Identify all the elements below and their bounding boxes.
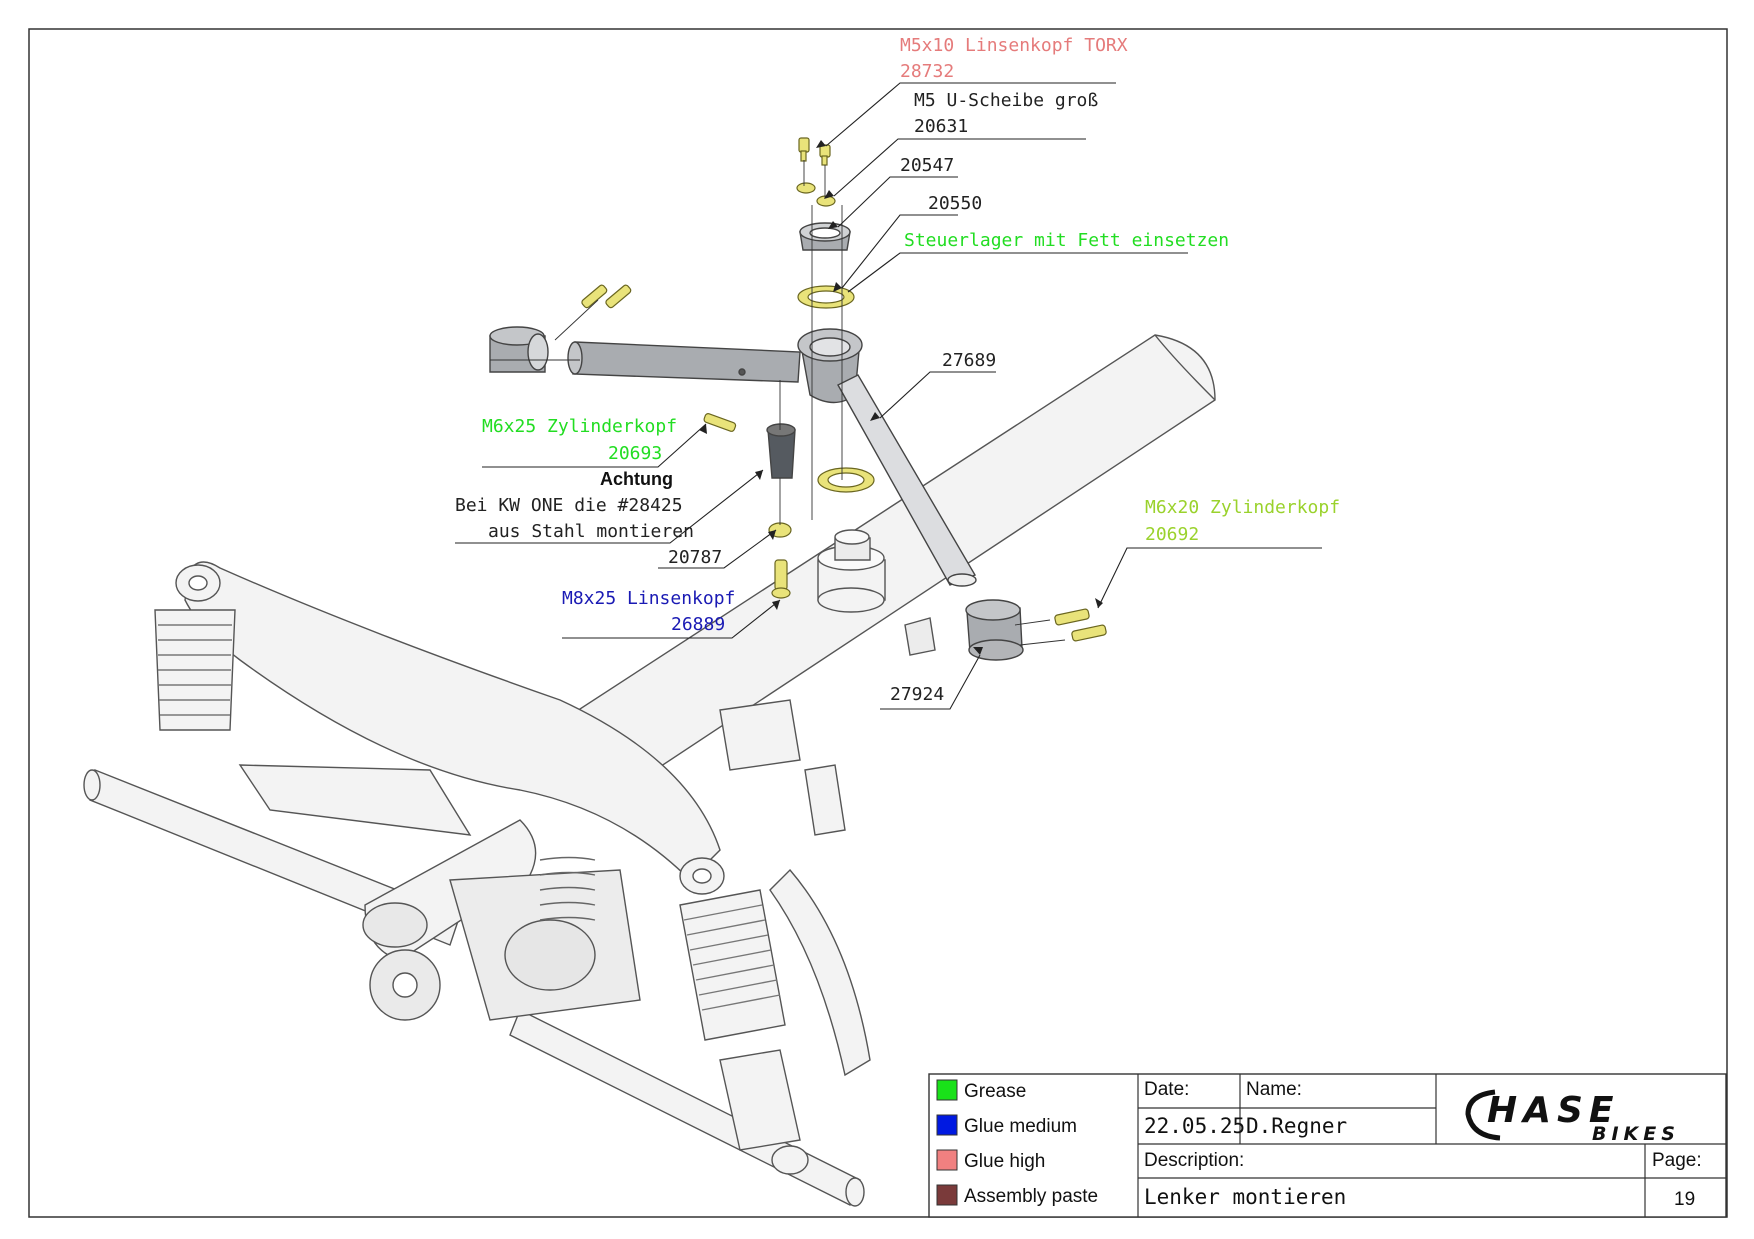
name-value: D.Regner: [1246, 1114, 1347, 1138]
yellow-parts: [581, 137, 1107, 642]
warning-title: Achtung: [600, 469, 673, 489]
shock-bellows-front: [679, 889, 786, 1041]
callout-washer-name: M5 U-Scheibe groß: [914, 90, 1098, 111]
callout-m6x20-name: M6x20 Zylinderkopf: [1145, 497, 1340, 518]
warning-line-2: aus Stahl montieren: [488, 521, 694, 542]
description-value: Lenker montieren: [1144, 1185, 1346, 1209]
main-tube-end: [1154, 334, 1216, 401]
bike-frame: [83, 334, 1216, 1207]
m6x25-screw: [703, 413, 737, 432]
callout-steuerlager: Steuerlager mit Fett einsetzen: [904, 230, 1229, 251]
leader-lines: [455, 82, 1322, 710]
bellows-rings-front: [683, 904, 781, 1011]
callout-20787: 20787: [668, 547, 722, 568]
callout-labels: M5x10 Linsenkopf TORX 28732 M5 U-Scheibe…: [455, 35, 1340, 705]
insert-28425: [767, 429, 796, 479]
legend-swatch-glue-high: [936, 1149, 958, 1171]
callout-m6x20-number: 20692: [1145, 524, 1199, 545]
callout-torx-number: 28732: [900, 61, 954, 82]
callout-27924: 27924: [890, 684, 944, 705]
drawing-border: [28, 28, 1728, 1218]
bracket-mid: [719, 699, 801, 771]
callout-20547: 20547: [900, 155, 954, 176]
lower-arm-left: [238, 764, 472, 836]
callout-washer-number: 20631: [914, 116, 968, 137]
spring: [539, 856, 596, 921]
callout-m8x25-name: M8x25 Linsenkopf: [562, 588, 735, 609]
small-stub: [904, 617, 936, 656]
front-axle: [509, 1009, 861, 1206]
lower-bracket: [719, 1049, 801, 1151]
date-value: 22.05.25: [1144, 1114, 1245, 1138]
logo-sub: BIKES: [1592, 1123, 1680, 1145]
arrow-heads: [699, 140, 1103, 655]
legend-label-glue-medium: Glue medium: [964, 1116, 1077, 1137]
hase-bikes-logo: HASE BIKES: [1465, 1089, 1680, 1145]
legend-label-grease: Grease: [964, 1081, 1026, 1102]
handlebar-assembly: [489, 222, 1024, 661]
legend-swatch-grease: [936, 1079, 958, 1101]
explode-lines: [490, 160, 1066, 646]
warning-line-1: Bei KW ONE die #28425: [455, 495, 683, 516]
washer-left: [796, 182, 816, 194]
callout-m6x25-number: 20693: [608, 443, 662, 464]
legend-label-glue-high: Glue high: [964, 1151, 1045, 1172]
legend: [936, 1079, 958, 1206]
callout-m8x25-number: 26889: [671, 614, 725, 635]
description-label: Description:: [1144, 1150, 1244, 1171]
clamp-screws-left: [581, 284, 632, 309]
callout-27689: 27689: [942, 350, 996, 371]
date-label: Date:: [1144, 1079, 1189, 1100]
legend-swatch-assembly-paste: [936, 1184, 958, 1206]
stem-tube: [837, 374, 977, 586]
m8x25-screw: [774, 559, 788, 591]
logo-main: HASE: [1487, 1090, 1620, 1131]
legend-label-assembly-paste: Assembly paste: [964, 1186, 1098, 1207]
page-value: 19: [1674, 1189, 1695, 1210]
bellows-rings-left: [158, 624, 232, 716]
callout-m6x25-name: M6x25 Zylinderkopf: [482, 416, 677, 437]
clamp-screws-right: [1054, 608, 1107, 642]
legend-swatch-glue-medium: [936, 1114, 958, 1136]
page-label: Page:: [1652, 1150, 1702, 1171]
callout-20550: 20550: [928, 193, 982, 214]
title-block: Grease Glue medium Glue high Assembly pa…: [928, 1073, 1727, 1218]
crossbar: [572, 341, 801, 383]
lower-arm-right: [769, 868, 871, 1077]
bracket-right: [804, 764, 846, 836]
torx-screws: [798, 137, 831, 166]
callout-torx-name: M5x10 Linsenkopf TORX: [900, 35, 1128, 56]
name-label: Name:: [1246, 1079, 1302, 1100]
